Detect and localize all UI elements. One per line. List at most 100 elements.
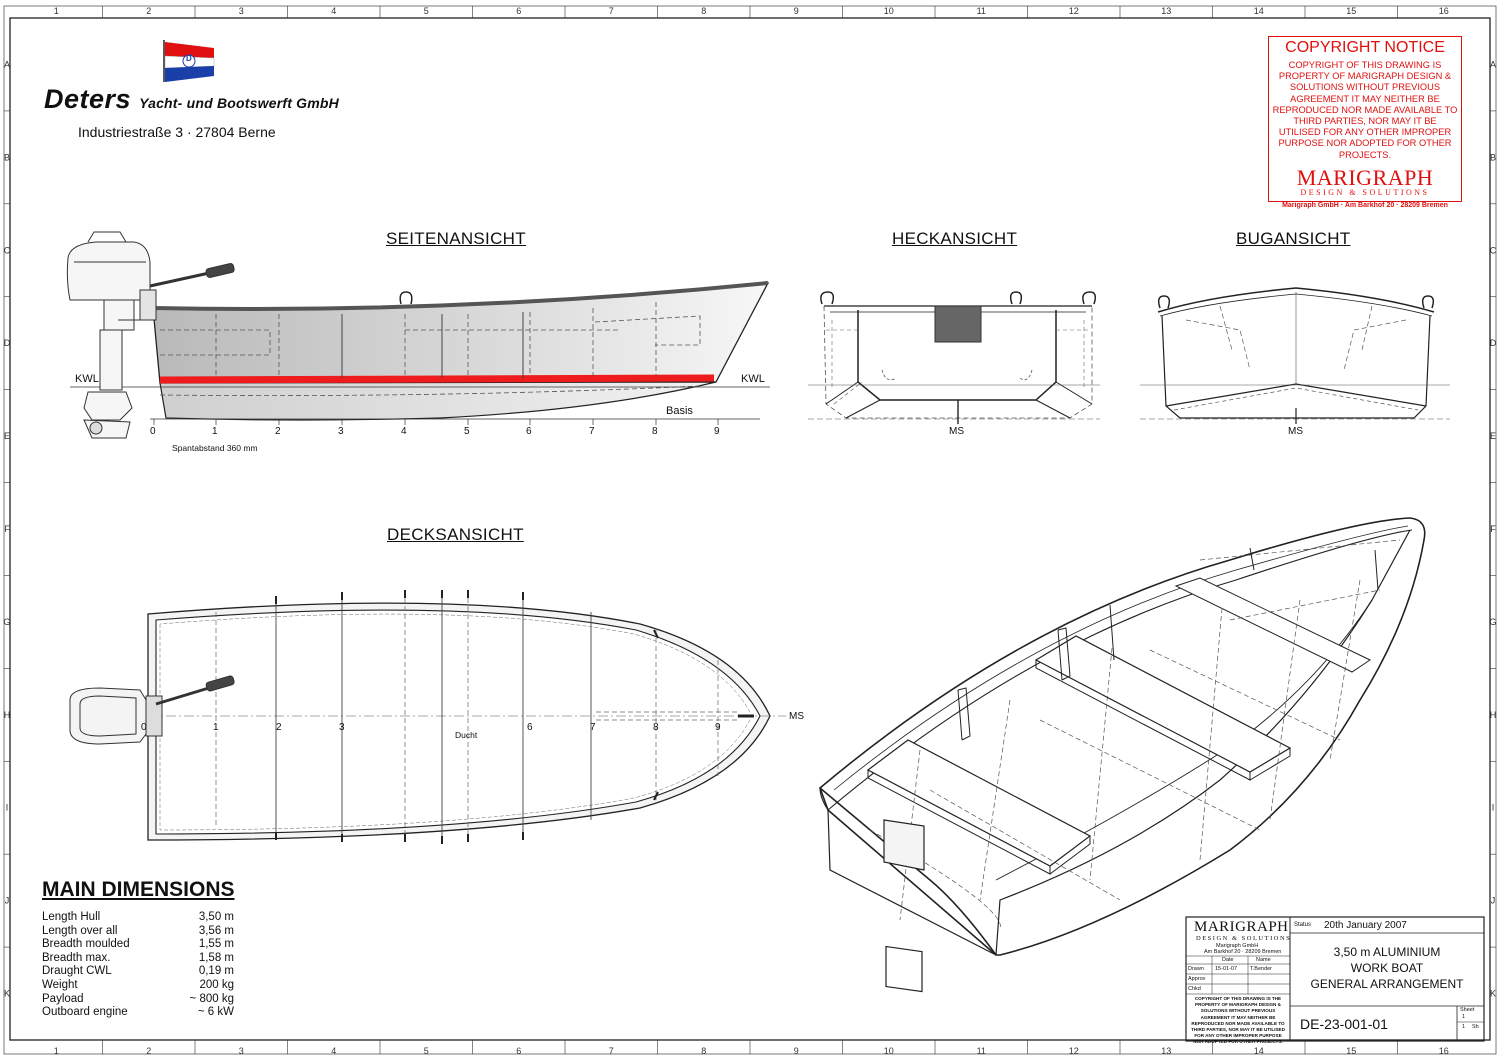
grid-column-label: 6 — [516, 1046, 521, 1056]
dimension-row: Breadth moulded 1,55 m — [42, 938, 234, 952]
tb-logo: MARIGRAPH — [1194, 919, 1289, 935]
grid-column-label: 4 — [331, 6, 336, 16]
flag-letter: D — [186, 54, 192, 63]
grid-column-label: 8 — [701, 1046, 706, 1056]
side-view-title: SEITENANSICHT — [386, 229, 526, 248]
side-frame-number: 5 — [464, 426, 470, 437]
grid-row-label: I — [1492, 803, 1495, 813]
dimension-value: ~ 6 kW — [197, 1006, 234, 1019]
grid-column-label: 12 — [1069, 6, 1079, 16]
title-block: MARIGRAPH DESIGN & SOLUTIONS Marigraph G… — [1186, 917, 1484, 1044]
grid-column-label: 10 — [884, 1046, 894, 1056]
bow-view-title: BUGANSICHT — [1236, 229, 1351, 248]
grid-column-label: 8 — [701, 6, 706, 16]
deck-outboard-engine — [69, 675, 235, 745]
grid-row-label: K — [1490, 989, 1496, 999]
tb-address-1: Marigraph GmbH — [1216, 943, 1259, 949]
side-hull-bottom — [159, 381, 717, 421]
dimension-row: Weight 200 kg — [42, 979, 234, 993]
grid-row-label: D — [1490, 338, 1497, 348]
grid-row-label: H — [4, 710, 11, 720]
perspective-view — [818, 517, 1426, 993]
dimension-row: Outboard engine ~ 6 kW — [42, 1006, 234, 1020]
grid-row-label: F — [1490, 524, 1496, 534]
grid-column-label: 1 — [54, 6, 59, 16]
tb-logo-sub: DESIGN & SOLUTIONS — [1196, 935, 1292, 942]
dimension-value: 3,56 m — [198, 924, 234, 937]
copyright-title: COPYRIGHT NOTICE — [1285, 39, 1445, 56]
grid-row-label: E — [1490, 431, 1496, 441]
grid-row-label: C — [1490, 245, 1497, 255]
frame-spacing-label: Spantabstand 360 mm — [172, 443, 258, 453]
grid-column-label: 10 — [884, 6, 894, 16]
side-frame-number: 1 — [212, 426, 218, 437]
grid-column-label: 2 — [146, 1046, 151, 1056]
deck-frame-number: 2 — [276, 722, 282, 733]
grid-row-label: K — [4, 989, 10, 999]
grid-row-label: J — [1491, 896, 1496, 906]
company-flag-logo — [163, 40, 215, 82]
deck-centerline-label: MS — [789, 711, 804, 722]
dimension-label: Weight — [42, 979, 78, 991]
deck-view-title: DECKSANSICHT — [387, 525, 524, 544]
stern-view-title: HECKANSICHT — [892, 229, 1018, 248]
grid-column-label: 7 — [609, 6, 614, 16]
grid-row-label: B — [1490, 152, 1496, 162]
deck-frame-number: 0 — [141, 722, 147, 733]
tb-status-value: 20th January 2007 — [1324, 920, 1407, 931]
deck-frame-number: 3 — [339, 722, 345, 733]
deck-frame-number: 9 — [715, 722, 721, 733]
grid-row-label: C — [4, 245, 11, 255]
grid-column-label: 14 — [1254, 6, 1264, 16]
dimension-label: Draught CWL — [42, 965, 112, 978]
dimension-value: 1,55 m — [198, 938, 234, 951]
side-frame-number: 6 — [526, 426, 532, 437]
tb-title-line2: WORK BOAT — [1350, 961, 1424, 975]
dimension-value: 200 kg — [199, 979, 234, 991]
bow-view — [1140, 287, 1450, 424]
tb-drawn-name: T.Bender — [1250, 966, 1273, 972]
marigraph-logo-sub: DESIGN & SOLUTIONS — [1300, 187, 1430, 197]
tb-address-2: Am Barkhof 20 · 28209 Bremen — [1204, 949, 1282, 955]
company-name-suffix: Yacht- und Bootswerft GmbH — [139, 95, 339, 111]
grid-row-label: G — [3, 617, 10, 627]
deck-view — [69, 590, 786, 844]
grid-column-label: 13 — [1161, 6, 1171, 16]
tb-copyright-small: COPYRIGHT OF THIS DRAWING IS THE PROPERT… — [1191, 996, 1285, 1045]
grid-column-label: 9 — [794, 1046, 799, 1056]
tb-drawn-date: 15-01-07 — [1215, 966, 1238, 972]
dimension-row: Payload~ 800 kg — [42, 993, 234, 1007]
dimension-label: Breadth max. — [42, 951, 111, 964]
grid-column-label: 16 — [1439, 6, 1449, 16]
marigraph-logo: MARIGRAPH — [1296, 164, 1434, 190]
dimension-label: Outboard engine — [42, 1006, 128, 1019]
grid-row-label: F — [4, 524, 10, 534]
grid-row-label: A — [4, 59, 10, 69]
grid-row-label: H — [1490, 710, 1497, 720]
grid-column-label: 15 — [1346, 1046, 1356, 1056]
grid-row-label: I — [6, 803, 9, 813]
dimension-label: Payload — [42, 992, 84, 1005]
grid-column-label: 5 — [424, 6, 429, 16]
side-frame-number: 3 — [338, 426, 344, 437]
grid-column-label: 5 — [424, 1046, 429, 1056]
company-address: Industriestraße 3 · 27804 Berne — [78, 124, 276, 140]
tb-checked-label: Chkd — [1188, 986, 1201, 992]
grid-column-label: 11 — [977, 6, 986, 16]
grid-column-label: 9 — [794, 6, 799, 16]
grid-row-label: G — [1489, 617, 1496, 627]
side-outboard-engine — [66, 231, 235, 439]
tb-drawing-number: DE-23-001-01 — [1300, 1016, 1388, 1032]
tb-title-line3: GENERAL ARRANGEMENT — [1310, 977, 1464, 991]
grid-column-label: 1 — [54, 1046, 59, 1056]
grid-column-label: 4 — [331, 1046, 336, 1056]
company-name: Deters Yacht- und Bootswerft GmbH — [44, 84, 339, 115]
grid-column-label: 7 — [609, 1046, 614, 1056]
kwl-label-right: KWL — [741, 373, 765, 385]
deck-frame-number: 7 — [590, 722, 596, 733]
copyright-notice: COPYRIGHT NOTICE COPYRIGHT OF THIS DRAWI… — [1268, 36, 1462, 209]
dimension-label: Breadth moulded — [42, 938, 130, 951]
tb-drawn-label: Drawn — [1188, 966, 1204, 972]
